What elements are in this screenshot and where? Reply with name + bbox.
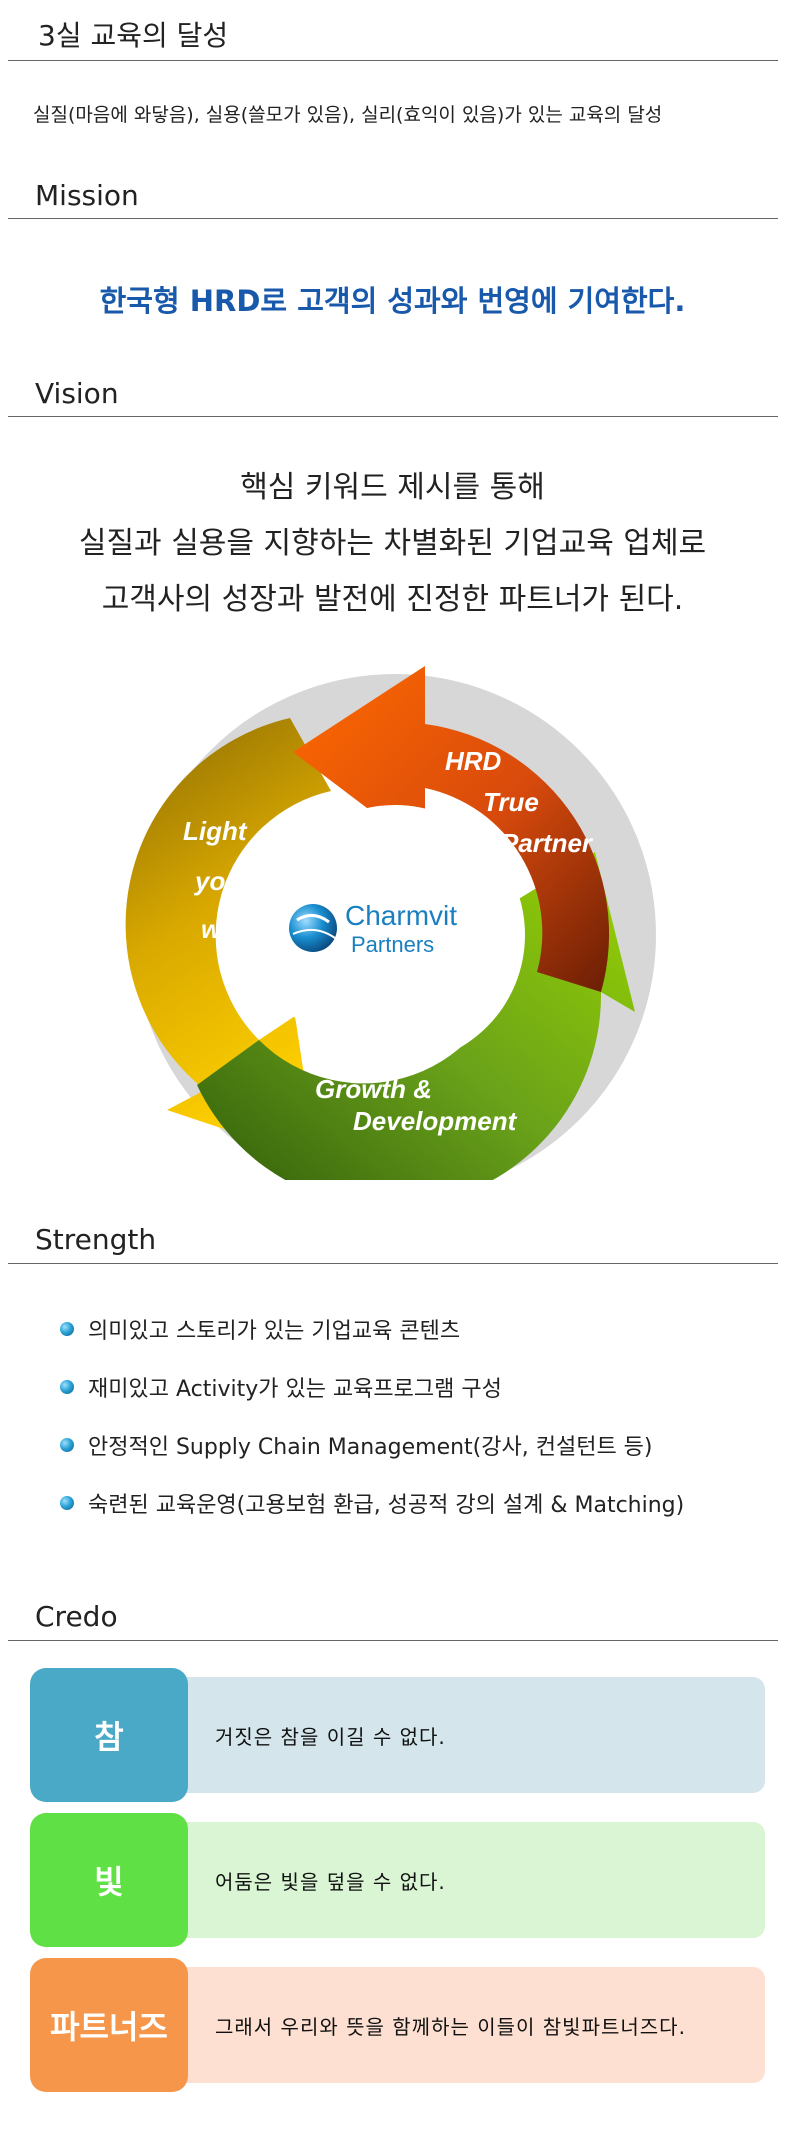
credo-text: 어둠은 빛을 덮을 수 없다. <box>215 1869 446 1894</box>
arrow3-label-1: Light <box>183 816 248 846</box>
credo-bar <box>150 1822 765 1938</box>
strength-list: 의미있고 스토리가 있는 기업교육 콘텐츠 재미있고 Activity가 있는 … <box>60 1300 684 1532</box>
credo-bar <box>150 1677 765 1793</box>
credo-divider <box>8 1640 778 1641</box>
vision-line-2: 실질과 실용을 지향하는 차별화된 기업교육 업체로 <box>78 526 707 561</box>
cycle-arrow-green <box>197 852 635 1180</box>
credo-row-light: 빛 어둠은 빛을 덮을 수 없다. <box>30 1813 765 1947</box>
strength-item-text: 안정적인 Supply Chain Management(강사, 컨설턴트 등) <box>88 1435 653 1460</box>
credo-bar <box>150 1967 765 2083</box>
credo-key: 파트너즈 <box>30 1958 188 2092</box>
vision-line-3: 고객사의 성장과 발전에 진정한 파트너가 된다. <box>101 582 684 617</box>
logo-sub: Partners <box>351 932 434 957</box>
bullet-icon <box>60 1438 74 1452</box>
credo-text: 그래서 우리와 뜻을 함께하는 이들이 참빛파트너즈다. <box>215 2014 686 2039</box>
strength-item: 숙련된 교육운영(고용보험 환급, 성공적 강의 설계 & Matching) <box>60 1474 684 1532</box>
mission-divider <box>8 218 778 219</box>
arrow3-label-3: way <box>201 914 252 944</box>
credo-text: 거짓은 참을 이길 수 없다. <box>215 1724 446 1749</box>
strength-item: 의미있고 스토리가 있는 기업교육 콘텐츠 <box>60 1300 684 1358</box>
strength-item: 안정적인 Supply Chain Management(강사, 컨설턴트 등) <box>60 1416 684 1474</box>
arrow2-label-1: Growth & <box>315 1074 432 1104</box>
cycle-arrow-gold <box>125 718 331 1160</box>
arrow1-label-2: True <box>483 787 539 817</box>
arrow1-label-3: Partner <box>501 828 594 858</box>
credo-row-partners: 파트너즈 그래서 우리와 뜻을 함께하는 이들이 참빛파트너즈다. <box>30 1958 765 2092</box>
goal-title: 3실 교육의 달성 <box>38 19 229 52</box>
bullet-icon <box>60 1380 74 1394</box>
mission-title: Mission <box>35 179 139 212</box>
strength-divider <box>8 1263 778 1264</box>
bullet-icon <box>60 1496 74 1510</box>
vision-cycle-diagram: HRD True Partner Growth & Development Li… <box>125 666 656 1180</box>
credo-key: 빛 <box>30 1813 188 1947</box>
credo-title: Credo <box>35 1600 118 1633</box>
strength-title: Strength <box>35 1223 157 1256</box>
vision-line-1: 핵심 키워드 제시를 통해 <box>240 470 545 505</box>
arrow2-label-2: Development <box>353 1106 518 1136</box>
arrow3-label-2: your <box>193 866 253 896</box>
vision-divider <box>8 416 778 417</box>
goal-text: 실질(마음에 와닿음), 실용(쓸모가 있음), 실리(효익이 있음)가 있는 … <box>33 104 663 126</box>
logo-globe-icon <box>289 904 337 952</box>
credo-row-truth: 참 거짓은 참을 이길 수 없다. <box>30 1668 765 1802</box>
strength-item-text: 재미있고 Activity가 있는 교육프로그램 구성 <box>88 1377 502 1402</box>
logo-name: Charmvit <box>345 900 457 931</box>
arrow1-label-1: HRD <box>445 746 502 776</box>
credo-key: 참 <box>30 1668 188 1802</box>
charmvit-logo: Charmvit Partners <box>289 900 457 957</box>
mission-statement: 한국형 HRD로 고객의 성과와 번영에 기여한다. <box>99 284 686 318</box>
cycle-arrow-orange <box>293 666 610 992</box>
bullet-icon <box>60 1322 74 1336</box>
strength-item-text: 의미있고 스토리가 있는 기업교육 콘텐츠 <box>88 1319 461 1344</box>
vision-title: Vision <box>35 377 119 410</box>
cycle-inner-circle <box>265 805 525 1065</box>
strength-item: 재미있고 Activity가 있는 교육프로그램 구성 <box>60 1358 684 1416</box>
strength-item-text: 숙련된 교육운영(고용보험 환급, 성공적 강의 설계 & Matching) <box>88 1493 685 1518</box>
goal-divider <box>8 60 778 61</box>
